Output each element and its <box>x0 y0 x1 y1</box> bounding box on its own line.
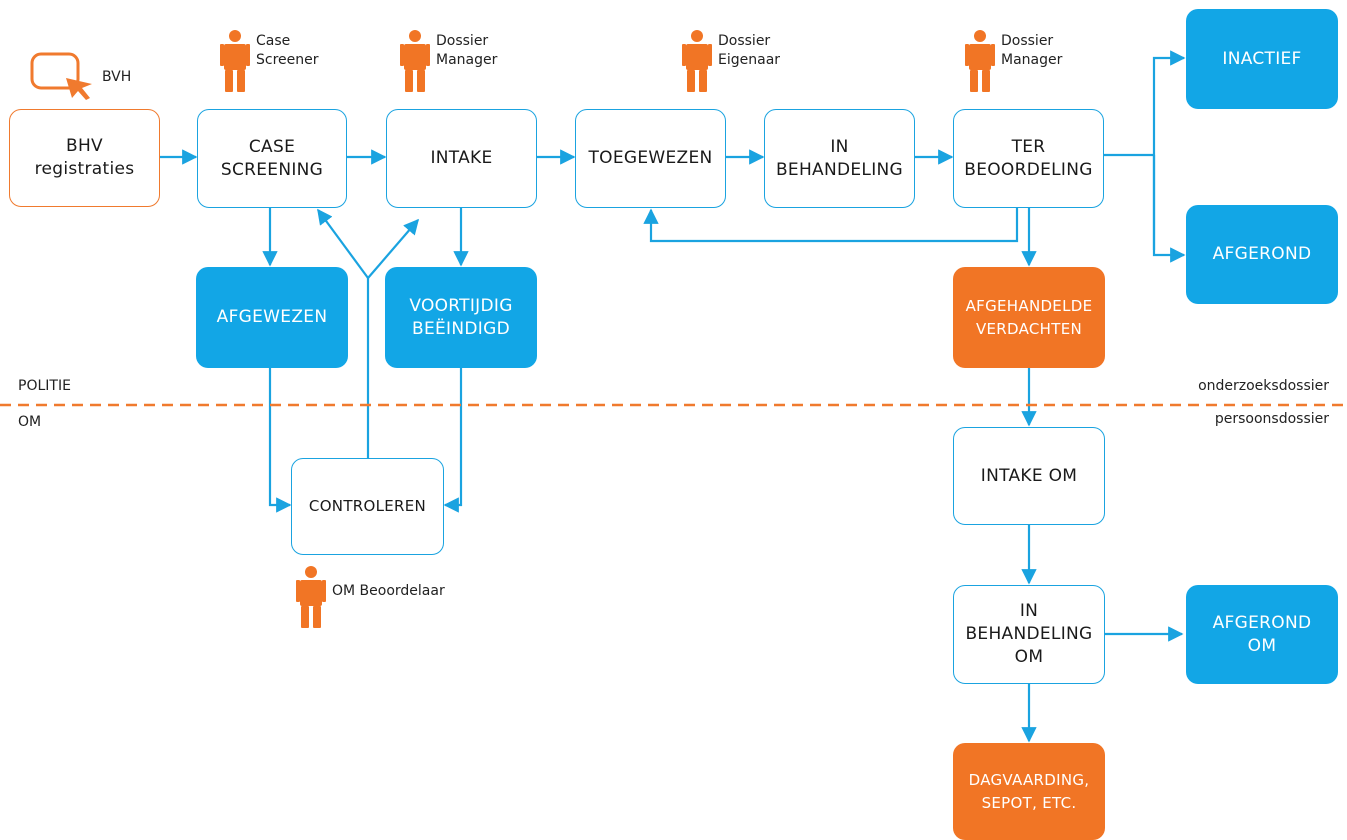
node-ter-beoordeling: TER BEOORDELING <box>953 109 1104 208</box>
edge-fork-case <box>317 208 369 279</box>
zone-politie: POLITIE <box>18 378 71 394</box>
node-inactief: INACTIEF <box>1186 9 1338 109</box>
role-dossier-manager-2-label: Dossier Manager <box>1001 33 1063 68</box>
node-afgehandelde-verdachten: AFGEHANDELDE VERDACHTEN <box>953 267 1105 368</box>
edge-branch-afgerond <box>1152 155 1186 263</box>
role-case-screener-label: Case Screener <box>256 33 319 68</box>
node-intake-om: INTAKE OM <box>953 427 1105 525</box>
role-dossier-manager-1: Dossier Manager <box>400 30 497 92</box>
node-toegewezen: TOEGEWEZEN <box>575 109 726 208</box>
edge-fork-intake <box>367 218 420 279</box>
edge-voortijdig-controleren <box>443 368 463 513</box>
person-icon <box>965 30 995 92</box>
node-intake: INTAKE <box>386 109 537 208</box>
person-icon <box>400 30 430 92</box>
cursor-square-icon <box>30 52 92 100</box>
person-icon <box>296 566 326 628</box>
node-afgerond-om: AFGEROND OM <box>1186 585 1338 684</box>
node-in-behandeling: IN BEHANDELING <box>764 109 915 208</box>
role-case-screener: Case Screener <box>220 30 319 92</box>
bvh-label: BVH <box>102 69 132 85</box>
node-voortijdig-beeindigd: VOORTIJDIG BEËINDIGD <box>385 267 537 368</box>
role-om-beoordelaar-label: OM Beoordelaar <box>332 583 445 599</box>
node-afgewezen: AFGEWEZEN <box>196 267 348 368</box>
edge-afgewezen-controleren <box>268 368 292 513</box>
node-case-screening: CASE SCREENING <box>197 109 347 208</box>
person-icon <box>682 30 712 92</box>
node-bhv-registraties: BHV registraties <box>9 109 160 207</box>
role-dossier-manager-1-label: Dossier Manager <box>436 33 498 68</box>
edge-branch-inactief <box>1152 50 1186 250</box>
zone-om: OM <box>18 414 42 430</box>
zone-persoonsdossier: persoonsdossier <box>1214 411 1329 427</box>
role-om-beoordelaar: OM Beoordelaar <box>296 566 445 628</box>
role-dossier-manager-2: Dossier Manager <box>965 30 1062 92</box>
bvh-source: BVH <box>30 52 131 102</box>
zone-onderzoeksdossier: onderzoeksdossier <box>1198 378 1329 394</box>
node-controleren: CONTROLEREN <box>291 458 444 555</box>
role-dossier-eigenaar-label: Dossier Eigenaar <box>718 33 781 68</box>
role-dossier-eigenaar: Dossier Eigenaar <box>682 30 780 92</box>
person-icon <box>220 30 250 92</box>
node-dagvaarding: DAGVAARDING, SEPOT, ETC. <box>953 743 1105 840</box>
node-afgerond: AFGEROND <box>1186 205 1338 304</box>
node-in-behandeling-om: IN BEHANDELING OM <box>953 585 1105 684</box>
edge-loop-back <box>643 208 1019 243</box>
